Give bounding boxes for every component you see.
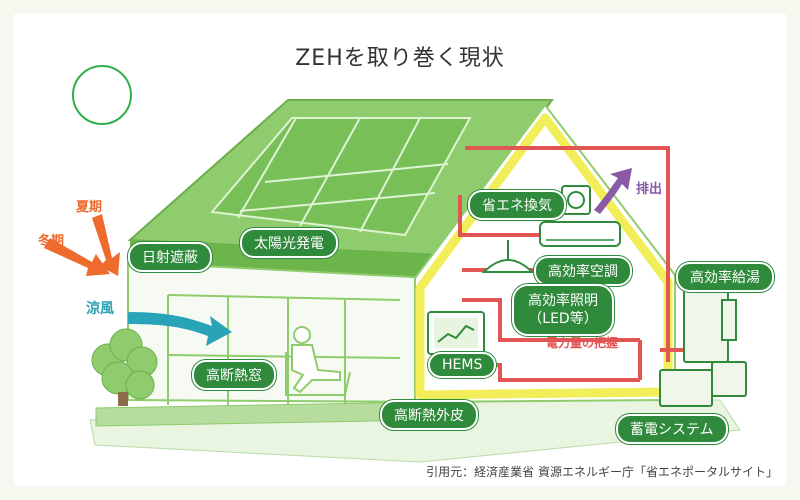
pill-solar: 太陽光発電 [240,228,338,258]
label-summer: 夏期 [76,200,103,215]
label-power-monitor: 電力量の把握 [546,336,619,350]
pill-vent: 省エネ換気 [468,190,566,220]
front-wall [127,260,431,404]
sunlight-arrows [44,214,120,276]
pill-lighting-line1: 高効率照明 [528,293,598,309]
water-heater-icon [683,289,737,363]
pill-wall: 高断熱外皮 [380,400,478,430]
air-conditioner-icon [539,221,621,247]
shrub-icon [91,328,158,406]
pill-window: 高断熱窓 [192,360,276,390]
battery-icon [659,361,747,407]
label-winter: 冬期 [38,234,65,249]
solar-panel [210,117,472,237]
pill-aircon: 高効率空調 [534,256,632,286]
exhaust-arrow [594,168,632,214]
hems-monitor-icon [427,311,485,355]
ventilation-fan-icon [561,185,591,215]
person-icon [285,326,351,396]
pill-water-heater: 高効率給湯 [676,262,774,292]
pill-battery: 蓄電システム [616,414,728,444]
label-exhaust: 排出 [636,182,663,197]
ceiling-lamp-icon [481,240,535,273]
pill-lighting-line2: （LED等） [528,311,598,327]
pill-lighting: 高効率照明 （LED等） [512,284,614,336]
page-title: ZEHを取り巻く現状 [295,46,505,71]
source-credit: 引用元：経済産業省 資源エネルギー庁「省エネポータルサイト」 [426,465,778,479]
pill-hems: HEMS [428,352,497,378]
label-cool-breeze: 涼風 [86,301,114,317]
sun-icon [72,65,132,125]
breeze-arrow [128,312,232,346]
pill-sunshade: 日射遮蔽 [128,242,212,272]
